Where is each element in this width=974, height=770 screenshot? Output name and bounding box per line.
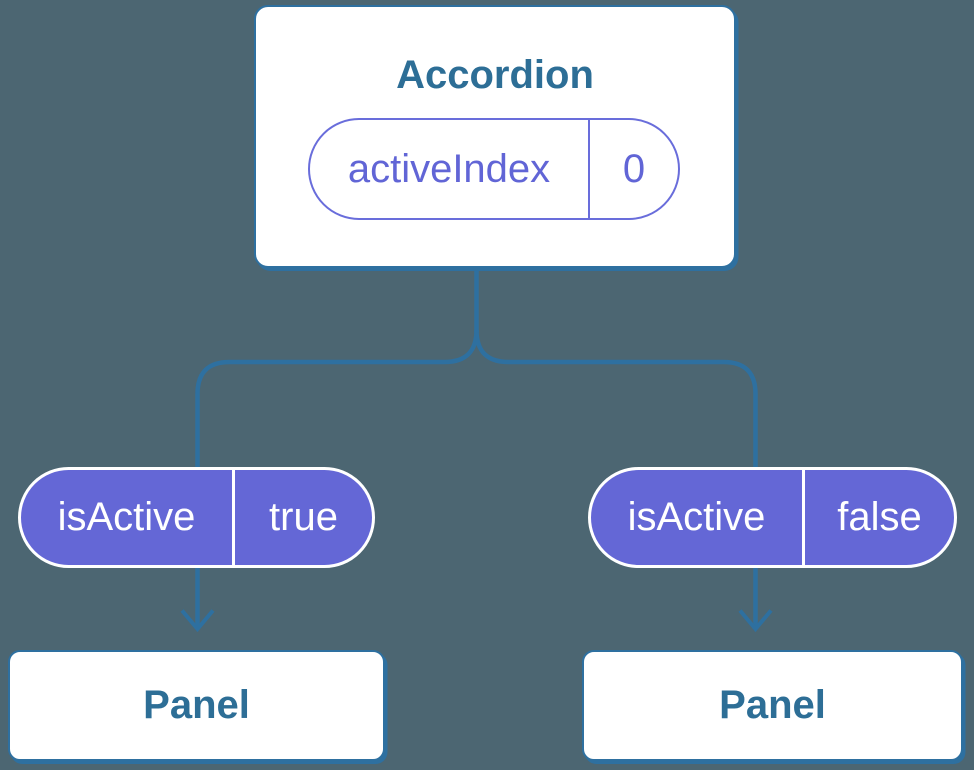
- branch-right-line: [474, 329, 758, 626]
- panel-title: Panel: [719, 683, 826, 727]
- arrow-down-icon: [738, 609, 773, 633]
- state-pill-value: 0: [622, 146, 646, 191]
- state-pill-activeindex: activeIndex 0: [308, 118, 680, 220]
- prop-pill-label: isActive: [21, 470, 235, 565]
- arrow-down-icon: [180, 609, 215, 633]
- prop-pill-isactive-false: isActive false: [588, 467, 957, 568]
- panel-box-left: Panel: [8, 650, 385, 761]
- branch-left-line: [195, 329, 479, 626]
- accordion-component-box: Accordion activeIndex 0: [254, 5, 736, 268]
- prop-pill-value: false: [837, 495, 922, 539]
- state-pill-label: activeIndex: [310, 120, 590, 218]
- prop-pill-value: true: [269, 495, 338, 539]
- panel-box-right: Panel: [582, 650, 963, 761]
- prop-pill-label: isActive: [591, 470, 805, 565]
- prop-pill-isactive-true: isActive true: [18, 467, 375, 568]
- accordion-title: Accordion: [396, 53, 594, 97]
- panel-title: Panel: [143, 683, 250, 727]
